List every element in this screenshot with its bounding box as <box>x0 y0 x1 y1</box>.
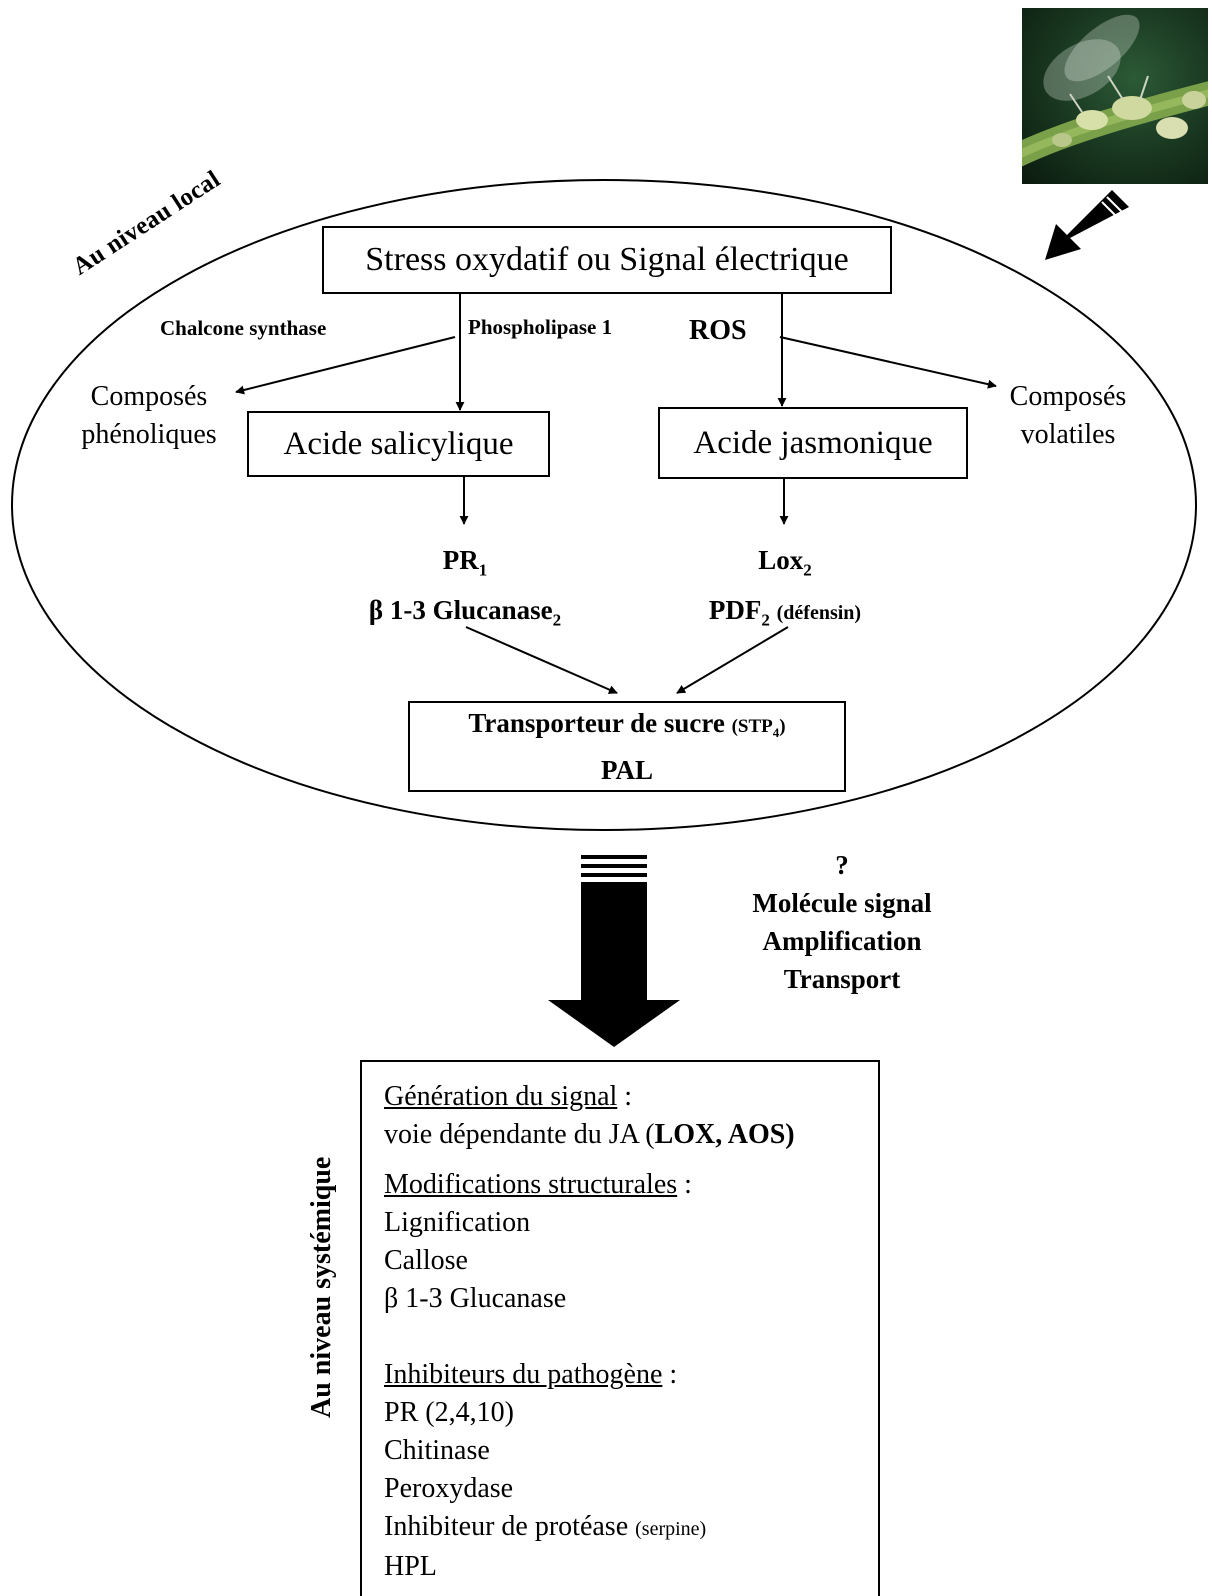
gen-line-b: LOX, AOS) <box>654 1119 795 1150</box>
lox2-label: Lox2 <box>670 540 900 590</box>
glucanase2-label: β 1-3 Glucanase2 <box>330 590 600 640</box>
volatile-compounds: Composés volatiles <box>998 378 1138 454</box>
transporter-text: Transporteur de sucre <box>468 707 725 738</box>
inhib-head: Inhibiteurs du pathogène <box>384 1359 663 1390</box>
phospholipase-label: Phospholipase 1 <box>468 315 613 339</box>
inhib-item: Peroxydase <box>384 1473 514 1504</box>
inhib-item: Chitinase <box>384 1435 490 1466</box>
protease-b: (serpine) <box>635 1518 707 1540</box>
transporter-line: Transporteur de sucre (STP4) <box>468 704 785 752</box>
chalcone-label: Chalcone synthase <box>160 316 327 340</box>
inhib-item: PR (2,4,10) <box>384 1397 514 1428</box>
jasmonic-acid-text: Acide jasmonique <box>693 424 933 461</box>
local-ellipse <box>11 179 1197 831</box>
stress-box-text: Stress oxydatif ou Signal électrique <box>365 241 849 278</box>
arrow-to-phenolic <box>235 336 456 395</box>
systemic-down-arrow-icon <box>548 855 680 1047</box>
stp-sub: 4 <box>772 724 780 740</box>
phenolic-line2: phénoliques <box>81 419 217 450</box>
aphid-photo <box>1022 8 1208 184</box>
lox-base: Lox <box>758 545 804 575</box>
sa-products: PR1 β 1-3 Glucanase2 <box>330 540 600 641</box>
arrow-pdf-to-transporter <box>676 626 789 694</box>
jasmonic-acid-box: Acide jasmonique <box>658 407 968 479</box>
glucanase-base: β 1-3 Glucanase <box>368 595 553 626</box>
pdf-sub: 2 <box>761 610 770 630</box>
stp-close: ) <box>779 715 786 737</box>
aphid-illustration <box>1022 14 1208 167</box>
gen-line-a: voie dépendante du JA ( <box>384 1119 655 1150</box>
struct-head-line: Modifications structurales : <box>384 1166 878 1204</box>
gen-head-line: Génération du signal : <box>384 1078 878 1116</box>
arrow-to-volatile <box>779 336 997 389</box>
protease-line: Inhibiteur de protéase (serpine) <box>384 1508 878 1548</box>
pdf-note: (défensin) <box>776 602 862 625</box>
systemic-level-label: Au niveau systémique <box>306 1156 337 1418</box>
arrow-pr-to-transporter <box>465 626 618 694</box>
ros-label: ROS <box>689 315 747 346</box>
pal-label: PAL <box>601 755 653 786</box>
inhib-head-line: Inhibiteurs du pathogène : <box>384 1356 878 1394</box>
inhib-colon: : <box>662 1359 678 1390</box>
transporter-box: Transporteur de sucre (STP4) PAL <box>408 701 846 792</box>
lox-sub: 2 <box>803 560 812 580</box>
salicylic-acid-box: Acide salicylique <box>247 411 550 477</box>
signal-annotation: ? Molécule signal Amplification Transpor… <box>726 846 958 998</box>
pr-base: PR <box>442 545 479 575</box>
stress-box: Stress oxydatif ou Signal électrique <box>322 226 892 294</box>
pr-sub: 1 <box>478 560 488 580</box>
salicylic-acid-text: Acide salicylique <box>283 425 514 462</box>
struct-item: Lignification <box>384 1207 531 1238</box>
systemic-box: Génération du signal : voie dépendante d… <box>360 1060 880 1596</box>
gen-colon: : <box>617 1081 633 1112</box>
struct-colon: : <box>677 1169 692 1200</box>
struct-item: Callose <box>384 1245 468 1276</box>
pr1-label: PR1 <box>330 540 600 590</box>
signal-transport: Transport <box>783 964 901 994</box>
signal-question: ? <box>835 850 849 880</box>
signal-molecule: Molécule signal <box>752 888 932 918</box>
phenolic-line1: Composés <box>90 381 208 412</box>
signal-amplification: Amplification <box>762 926 922 956</box>
struct-item: β 1-3 Glucanase <box>384 1283 567 1314</box>
pdf2-label: PDF2 (défensin) <box>670 590 900 640</box>
struct-head: Modifications structurales <box>384 1169 678 1200</box>
volatile-line2: volatiles <box>1020 419 1116 450</box>
gen-head: Génération du signal <box>384 1081 618 1112</box>
pdf-base: PDF <box>708 595 762 626</box>
stp-base: (STP <box>731 715 773 737</box>
phenolic-compounds: Composés phénoliques <box>70 378 228 454</box>
glucanase-sub: 2 <box>552 610 562 630</box>
gen-line: voie dépendante du JA (LOX, AOS) <box>384 1116 878 1154</box>
protease-a: Inhibiteur de protéase <box>384 1511 636 1542</box>
volatile-line1: Composés <box>1009 381 1127 412</box>
hpl-item: HPL <box>384 1551 437 1582</box>
ja-products: Lox2 PDF2 (défensin) <box>670 540 900 641</box>
insect-arrow-icon <box>1045 190 1129 260</box>
